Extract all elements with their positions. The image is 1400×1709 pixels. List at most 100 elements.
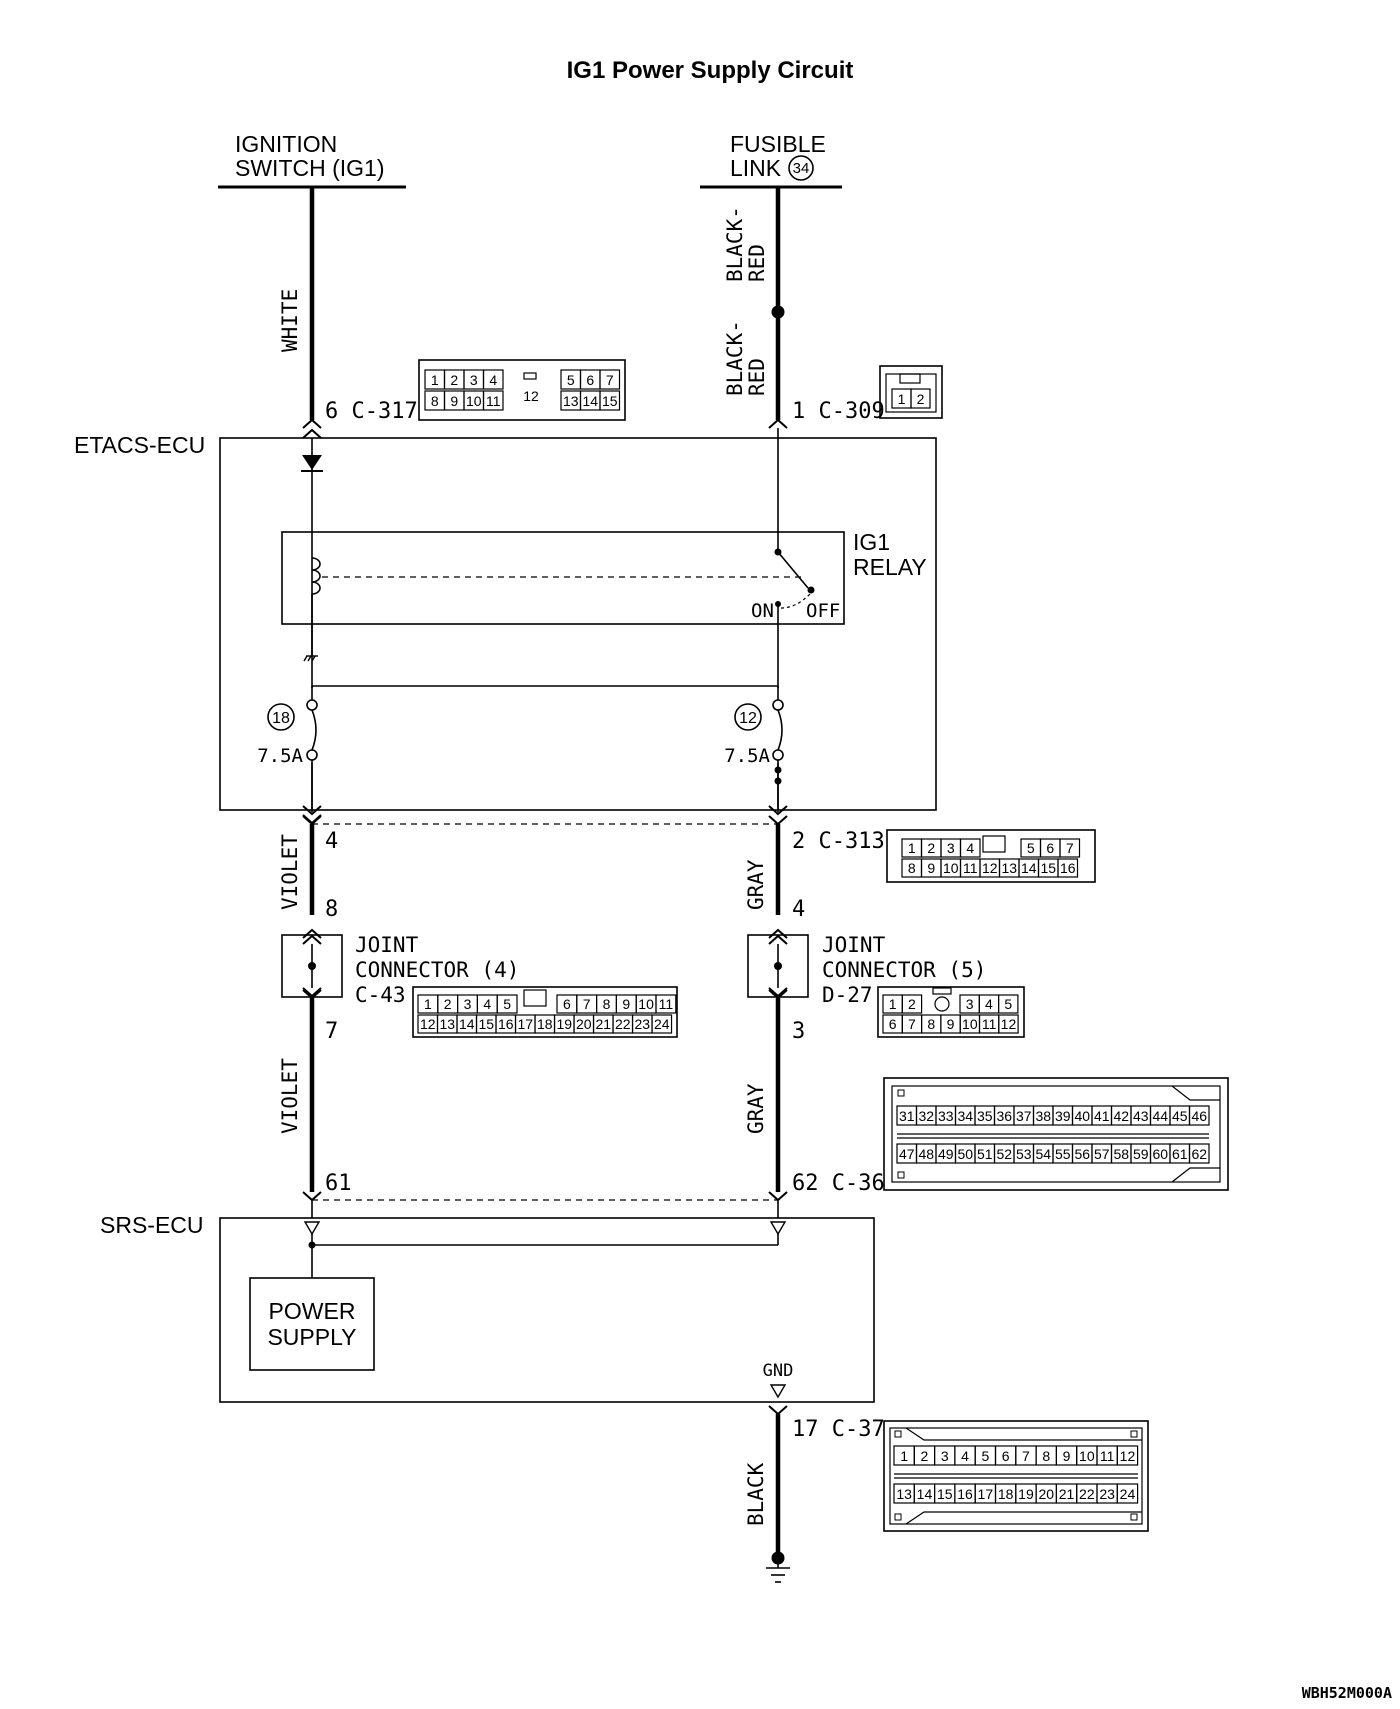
relay-off-label: OFF — [806, 600, 840, 622]
connector-cell-number: 7 — [1022, 1448, 1030, 1464]
pin-label-jc5-top: 4 — [792, 897, 805, 922]
connector-cell — [482, 369, 504, 390]
connector-cell-number: 43 — [1133, 1108, 1149, 1124]
connector-pin-mark — [897, 1171, 905, 1179]
connector-cell-number: 8 — [431, 393, 439, 409]
connector-cell-number: 2 — [917, 391, 925, 407]
connector-cell-number: 3 — [947, 840, 955, 856]
connector-cell-number: 12 — [420, 1016, 436, 1032]
pin-label-c317: 6 C-317 — [325, 399, 418, 424]
connector-cell-number: 32 — [918, 1108, 934, 1124]
connector-pin-mark — [1130, 1430, 1138, 1438]
connector-cell-number: 16 — [1060, 860, 1076, 876]
connector-lock-icon — [899, 373, 921, 384]
connector-cell-number: 10 — [466, 393, 482, 409]
connector-cell-number: 18 — [537, 1016, 553, 1032]
connector-cell-number: 4 — [985, 996, 993, 1012]
pin-label-c37: 17 C-37 — [792, 1417, 885, 1442]
connector-cell-number: 1 — [431, 372, 439, 388]
pin-label-c36-right: 62 C-36 — [792, 1171, 885, 1196]
connector-cell-number: 5 — [503, 996, 511, 1012]
connector-cell — [901, 994, 923, 1014]
connector-cell-number: 15 — [937, 1486, 953, 1502]
connector-cell-number: 19 — [1018, 1486, 1034, 1502]
connector-cell-number: 7 — [606, 372, 614, 388]
jc5-code: D-27 — [822, 983, 873, 1007]
connector-key-icon — [1171, 1085, 1220, 1101]
connector-cell-number: 23 — [634, 1016, 650, 1032]
power-supply-line2: SUPPLY — [267, 1324, 356, 1350]
connector-key-icon — [905, 1511, 1142, 1525]
connector-pin-mark — [897, 1089, 905, 1097]
connector-outline — [883, 1077, 1229, 1191]
connector-cell-number: 49 — [938, 1146, 954, 1162]
connector-inner — [891, 1085, 1221, 1183]
connector-cell — [910, 388, 931, 409]
connector-cell — [496, 994, 518, 1014]
joint-connector-5: JOINT CONNECTOR (5) D-27 — [747, 933, 986, 1007]
connector-outline — [879, 365, 943, 419]
connector-cell-number: 48 — [918, 1146, 934, 1162]
connector-cell-number: 55 — [1055, 1146, 1071, 1162]
wire-label-white: WHITE — [278, 289, 302, 352]
connector-cell — [482, 390, 504, 411]
connector-cell-number: 45 — [1172, 1108, 1188, 1124]
connector-cell-number: 20 — [1038, 1486, 1054, 1502]
connector-cell-number: 11 — [659, 996, 674, 1012]
connector-cell-number: 9 — [927, 860, 935, 876]
connector-pin-mark — [894, 1513, 902, 1521]
connector-cell-number: 8 — [1042, 1448, 1050, 1464]
connector-cell-number: 3 — [966, 996, 974, 1012]
connector-cell-number: 1 — [900, 1448, 908, 1464]
jc4-line1: JOINT — [355, 933, 419, 957]
connector-cell-number: 10 — [962, 1016, 978, 1032]
ig1-relay-box — [281, 531, 845, 625]
wire-label-gray-2: GRAY — [744, 1083, 768, 1134]
pin-label-c313-left: 4 — [325, 829, 338, 854]
connector-cell-number: 40 — [1074, 1108, 1090, 1124]
connector-cell — [599, 390, 621, 411]
connector-cell-number: 8 — [603, 996, 611, 1012]
fuse-18-number-circle — [267, 703, 295, 731]
gnd-label: GND — [763, 1361, 794, 1381]
power-supply-box — [249, 1277, 375, 1371]
connector-cell-number: 7 — [1066, 840, 1074, 856]
connector-lock-icon — [982, 835, 1006, 853]
connector-cell-number: 52 — [996, 1146, 1012, 1162]
pin-label-jc5-bottom: 3 — [792, 1019, 805, 1044]
ground-icon — [766, 1567, 790, 1583]
pin-label-c313-right: 2 C-313 — [792, 829, 885, 854]
fusible-number: 34 — [793, 160, 810, 177]
connector-cell-number: 4 — [489, 372, 497, 388]
connector-cell-number: 9 — [947, 1016, 955, 1032]
connector-cell-number: 44 — [1152, 1108, 1168, 1124]
ig1-relay-line2: RELAY — [853, 554, 927, 580]
fuse-12-rating: 7.5A — [724, 745, 770, 767]
connector-cell-number: 11 — [982, 1016, 997, 1032]
connector-cell-number: 11 — [486, 393, 501, 409]
connector-cell-number: 6 — [889, 1016, 897, 1032]
connector-cell-number: 1 — [889, 996, 897, 1012]
fusible-link-label: FUSIBLE LINK 34 — [700, 131, 842, 189]
connector-cell-number: 13 — [439, 1016, 455, 1032]
connector-cell — [651, 1014, 673, 1034]
connector-cell-number: 5 — [981, 1448, 989, 1464]
connector-cell-number: 15 — [602, 393, 618, 409]
splice-dot-right-2 — [774, 777, 782, 785]
connector-cell-number: 14 — [459, 1016, 475, 1032]
pin-label-jc4-bottom: 7 — [325, 1019, 338, 1044]
connector-cell-number: 12 — [1001, 1016, 1017, 1032]
connector-cell-number: 58 — [1113, 1146, 1129, 1162]
connector-cell-number: 22 — [1079, 1486, 1095, 1502]
connector-cell-number: 17 — [517, 1016, 533, 1032]
connector-cell-number: 17 — [978, 1486, 994, 1502]
ignition-switch-label: IGNITION SWITCH (IG1) — [218, 131, 406, 189]
connector-cell-number: 2 — [450, 372, 458, 388]
fuse-18-number: 18 — [272, 710, 290, 727]
connector-cell-number: 24 — [1120, 1486, 1136, 1502]
